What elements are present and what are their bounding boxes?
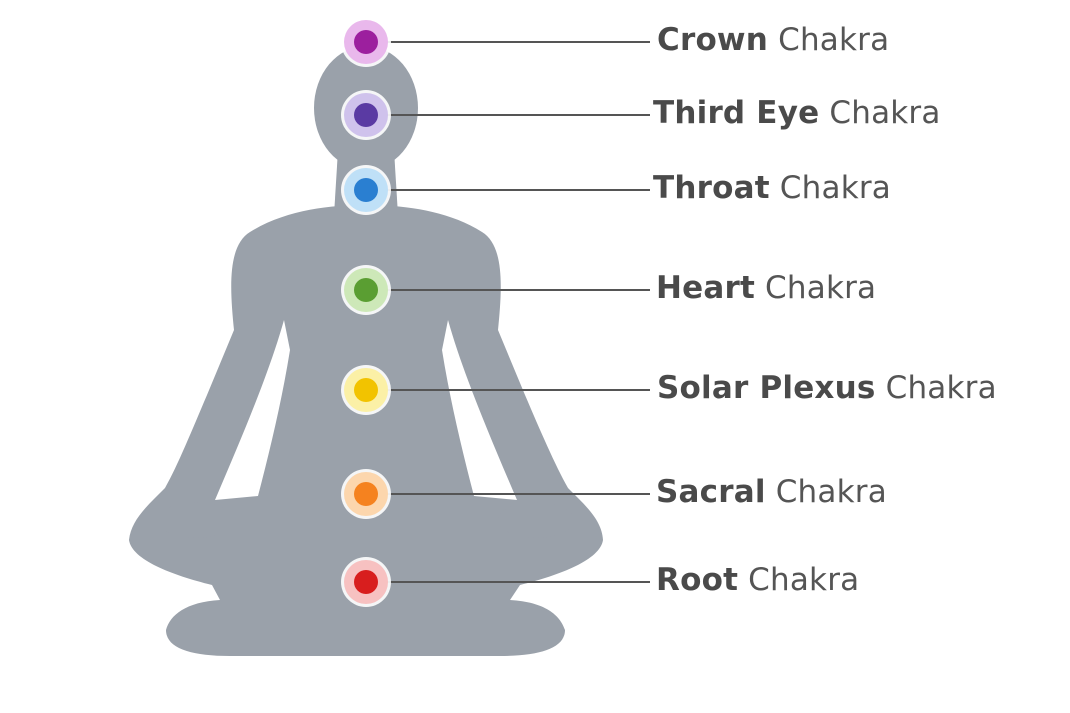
chakra-label-crown: Crown Chakra: [657, 25, 889, 56]
chakra-name: Root: [656, 562, 739, 598]
chakra-dot-root: [354, 570, 378, 594]
chakra-name: Crown: [657, 22, 769, 58]
chakra-suffix: Chakra: [768, 22, 890, 58]
chakra-label-solar-plexus: Solar Plexus Chakra: [657, 373, 997, 404]
chakra-name: Third Eye: [653, 95, 820, 131]
chakra-name: Heart: [656, 270, 755, 306]
chakra-suffix: Chakra: [875, 370, 997, 406]
connector-lines: [384, 41, 650, 583]
chakra-dot-throat: [354, 178, 378, 202]
chakra-dot-crown: [354, 30, 378, 54]
chakra-label-throat: Throat Chakra: [653, 173, 891, 204]
chakra-name: Throat: [653, 170, 770, 206]
figure-body: [129, 46, 603, 656]
chakra-label-sacral: Sacral Chakra: [656, 477, 887, 508]
chakra-suffix: Chakra: [765, 474, 887, 510]
chakra-suffix: Chakra: [738, 562, 860, 598]
chakra-suffix: Chakra: [819, 95, 941, 131]
chakra-suffix: Chakra: [769, 170, 891, 206]
chakra-label-third-eye: Third Eye Chakra: [653, 98, 941, 129]
chakra-suffix: Chakra: [755, 270, 877, 306]
chakra-label-heart: Heart Chakra: [656, 273, 876, 304]
chakra-name: Solar Plexus: [657, 370, 876, 406]
chakra-dot-solar-plexus: [354, 378, 378, 402]
chakra-name: Sacral: [656, 474, 766, 510]
chakra-label-root: Root Chakra: [656, 565, 859, 596]
chakra-dot-heart: [354, 278, 378, 302]
chakra-dot-sacral: [354, 482, 378, 506]
chakra-dot-third-eye: [354, 103, 378, 127]
chakra-points: [341, 17, 391, 607]
